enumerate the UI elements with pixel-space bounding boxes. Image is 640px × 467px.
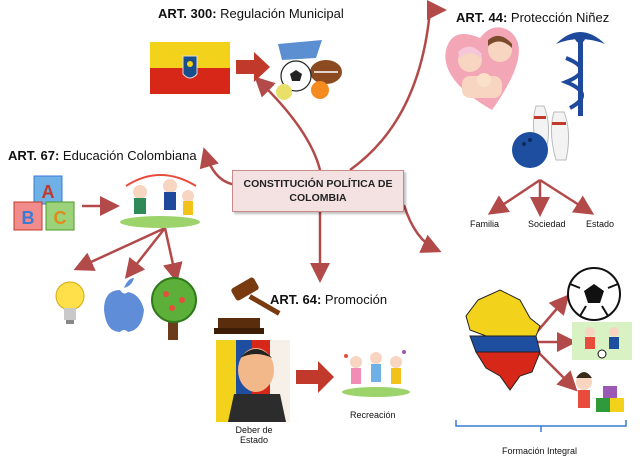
tree-icon	[151, 277, 197, 340]
gavel-icon	[214, 277, 281, 334]
sociedad-label: Sociedad	[528, 219, 566, 229]
family-heart-icon	[445, 27, 519, 111]
kids-dancing-icon	[342, 350, 410, 397]
bogota-flag-icon	[150, 42, 230, 94]
art300-heading: ART. 300: Regulación Municipal	[158, 6, 344, 21]
sports-balls-icon	[276, 40, 342, 100]
kids-soccer-icon	[572, 322, 632, 360]
connector-lines	[73, 0, 595, 392]
art67-number: ART. 67:	[8, 148, 60, 163]
familia-label: Familia	[470, 219, 500, 229]
art300-number: ART. 300:	[158, 6, 217, 21]
art64-number: ART. 64:	[270, 292, 322, 307]
deber-line1: Deber de	[235, 425, 273, 435]
colombia-map-icon	[465, 289, 541, 391]
formacion-bracket	[455, 420, 627, 432]
lightbulb-icon	[55, 281, 85, 324]
block-arrow-flag	[236, 52, 270, 82]
art67-title: Educación Colombiana	[62, 148, 197, 163]
children-playing-icon	[120, 174, 200, 228]
arrow-to-art300	[254, 76, 322, 171]
art67-heading: ART. 67: Educación Colombiana	[8, 148, 197, 163]
arrow-to-tree	[163, 227, 183, 283]
art44-title: Protección Niñez	[510, 10, 610, 25]
arrow-to-familia	[487, 178, 541, 215]
arrow-to-apple	[124, 227, 166, 279]
formacion-integral-label: Formación Integral	[502, 446, 578, 456]
block-arrow-president	[296, 361, 334, 393]
abc-blocks-icon: A B C	[13, 175, 75, 231]
caduceus-icon	[556, 32, 605, 116]
arrow-to-lightbulb	[73, 226, 166, 271]
arrow-to-art44	[349, 0, 447, 172]
arrow-to-formacion	[402, 204, 442, 253]
art44-heading: ART. 44: Protección Niñez	[456, 10, 609, 25]
svg-text:B: B	[22, 208, 35, 228]
central-node-line2: COLOMBIA	[289, 192, 347, 204]
recreacion-label: Recreación	[350, 410, 396, 420]
president-caricature-icon	[216, 340, 290, 422]
svg-text:C: C	[54, 208, 67, 228]
deber-line2: Estado	[239, 435, 269, 445]
art64-title: Promoción	[324, 292, 388, 307]
apple-logo-icon	[104, 278, 144, 332]
svg-text:A: A	[42, 182, 55, 202]
deber-estado-label: Deber de Estado	[232, 425, 276, 445]
child-puzzle-icon	[576, 372, 624, 412]
bowling-icon	[512, 105, 570, 168]
art44-number: ART. 44:	[456, 10, 508, 25]
central-node: CONSTITUCIÓN POLÍTICA DE COLOMBIA	[232, 170, 404, 212]
soccer-ball-icon	[567, 267, 621, 321]
arrow-to-estado	[539, 178, 595, 215]
central-node-line1: CONSTITUCIÓN POLÍTICA DE	[243, 178, 393, 190]
art64-heading: ART. 64: Promoción	[270, 292, 387, 307]
art300-title: Regulación Municipal	[220, 6, 344, 21]
estado-label: Estado	[586, 219, 615, 229]
